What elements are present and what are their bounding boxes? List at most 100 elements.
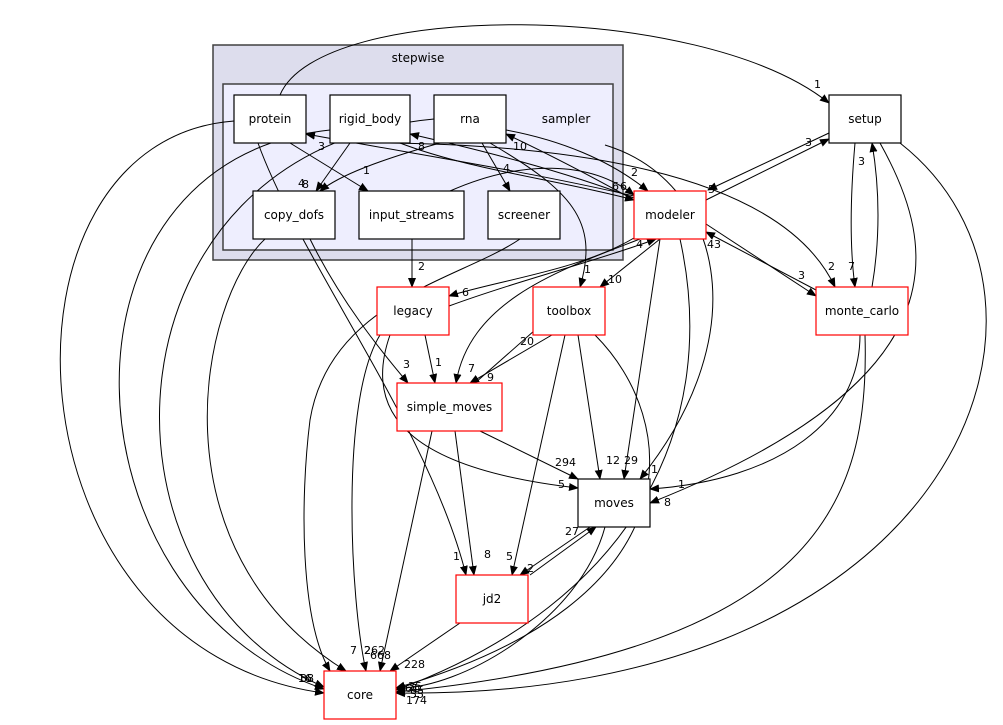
edge-label-legacy-to-core: 668 [370, 649, 391, 662]
edge-modeler-to-monte_carlo[interactable] [705, 223, 817, 297]
node-rigid-body[interactable]: rigid_body [329, 94, 411, 144]
node-label: moves [594, 496, 634, 510]
edge-setup-to-core[interactable] [395, 142, 987, 698]
edge-label-jd2-to-core: 228 [404, 658, 425, 671]
edge-input_streams-to-modeler[interactable] [449, 167, 635, 196]
node-label: simple_moves [407, 400, 492, 414]
node-simple-moves[interactable]: simple_moves [396, 382, 503, 432]
edge-sampler-to-moves[interactable] [604, 144, 714, 480]
node-box[interactable] [396, 382, 503, 432]
node-label: jd2 [482, 592, 502, 606]
edge-label-modeler-to-rigid_body: 8 [418, 140, 425, 153]
edge-copy_dofs-to-core[interactable] [206, 238, 347, 672]
edge-label-modeler-to-monte_carlo: 3 [798, 269, 805, 282]
edge-jd2-to-core[interactable] [389, 622, 461, 672]
node-box[interactable] [233, 94, 307, 144]
edge-modeler-to-moves[interactable] [621, 238, 661, 480]
node-jd2[interactable]: jd2 [455, 574, 529, 624]
edge-protein-to-core[interactable] [59, 120, 325, 696]
node-box[interactable] [455, 574, 529, 624]
node-rna[interactable]: rna [433, 94, 507, 144]
edge-rna-to-core[interactable] [159, 118, 435, 688]
edge-legacy-to-moves[interactable] [382, 334, 579, 491]
edge-simple_moves-to-core[interactable] [377, 430, 433, 672]
edge-screener-to-core[interactable] [303, 238, 521, 672]
edge-toolbox-to-jd2[interactable] [510, 334, 566, 576]
node-legacy[interactable]: legacy [376, 286, 450, 336]
edge-rna-to-copy_dofs[interactable] [319, 142, 441, 192]
edge-label-monte_carlo-to-moves: 1 [678, 478, 685, 491]
edge-rna-to-modeler[interactable] [505, 129, 649, 192]
edge-rigid_body-to-core[interactable] [118, 129, 331, 690]
edge-moves-to-core[interactable] [395, 526, 606, 693]
edge-rigid_body-to-modeler[interactable] [399, 142, 635, 202]
node-screener[interactable]: screener [487, 190, 561, 240]
edge-modeler-to-rna[interactable] [505, 133, 635, 201]
edge-monte_carlo-to-setup[interactable] [869, 142, 879, 288]
edge-label-simple_moves-to-toolbox: 20 [520, 335, 534, 348]
edge-label-copy_dofs-to-core: 7 [350, 644, 357, 657]
node-label: monte_carlo [825, 304, 899, 318]
edge-rna-to-toolbox[interactable] [489, 142, 587, 288]
edge-label-rna-to-modeler: 2 [631, 166, 638, 179]
node-box[interactable] [329, 94, 411, 144]
node-protein[interactable]: protein [233, 94, 307, 144]
edge-monte_carlo-to-modeler[interactable] [705, 231, 817, 291]
edge-label-modeler-to-moves: 29 [624, 454, 638, 467]
node-toolbox[interactable]: toolbox [532, 286, 606, 336]
edge-modeler-to-setup[interactable] [705, 138, 830, 201]
node-copy-dofs[interactable]: copy_dofs [252, 190, 336, 240]
edge-setup-to-modeler[interactable] [707, 132, 830, 191]
node-label: input_streams [369, 208, 454, 222]
edge-label-rna-to-screener: 4 [503, 162, 510, 175]
node-setup[interactable]: setup [828, 94, 902, 144]
node-label: screener [498, 208, 550, 222]
edge-moves-to-jd2[interactable] [519, 526, 591, 576]
edges-layer [59, 24, 987, 698]
node-modeler[interactable]: modeler [633, 190, 707, 240]
node-moves[interactable]: moves [577, 478, 651, 528]
cluster-label-stepwise: stepwise [392, 51, 445, 65]
edge-label-toolbox-to-simple_moves: 9 [487, 371, 494, 384]
node-monte-carlo[interactable]: monte_carlo [815, 286, 909, 336]
edge-monte_carlo-to-core[interactable] [395, 334, 866, 696]
node-box[interactable] [433, 94, 507, 144]
edge-protein-to-setup[interactable] [279, 24, 830, 104]
edge-modeler-to-legacy[interactable] [448, 237, 635, 298]
node-box[interactable] [633, 190, 707, 240]
edge-label-setup-to-moves: 8 [664, 496, 671, 509]
node-box[interactable] [376, 286, 450, 336]
node-box[interactable] [487, 190, 561, 240]
edge-legacy-to-simple_moves[interactable] [424, 334, 438, 384]
edge-monte_carlo-to-moves[interactable] [649, 334, 861, 493]
edge-protein-to-input_streams[interactable] [289, 142, 369, 192]
edge-copy_dofs-to-simple_moves[interactable] [309, 238, 409, 384]
edge-label-modeler-to-rna: 10 [513, 140, 527, 153]
node-label: toolbox [547, 304, 591, 318]
node-box[interactable] [815, 286, 909, 336]
node-box[interactable] [532, 286, 606, 336]
node-core[interactable]: core [323, 670, 397, 720]
node-label: copy_dofs [264, 208, 324, 222]
node-input-streams[interactable]: input_streams [358, 190, 465, 240]
edge-rigid_body-to-monte_carlo[interactable] [329, 142, 836, 288]
edge-label-rigid_body-to-core: 16 [298, 672, 312, 685]
edge-simple_moves-to-moves[interactable] [479, 430, 579, 480]
node-label: modeler [645, 208, 695, 222]
edge-legacy-to-modeler[interactable] [448, 238, 657, 307]
edge-simple_moves-to-jd2[interactable] [454, 430, 477, 576]
node-box[interactable] [323, 670, 397, 720]
edge-legacy-to-core[interactable] [351, 334, 381, 672]
edge-setup-to-monte_carlo[interactable] [849, 142, 858, 288]
node-box[interactable] [577, 478, 651, 528]
edge-label-toolbox-to-jd2: 5 [506, 550, 513, 563]
node-box[interactable] [358, 190, 465, 240]
edge-rna-to-screener[interactable] [481, 142, 511, 192]
edge-toolbox-to-moves[interactable] [577, 334, 603, 480]
node-box[interactable] [828, 94, 902, 144]
edge-modeler-to-simple_moves[interactable] [453, 238, 641, 384]
edge-jd2-to-moves[interactable] [529, 526, 597, 576]
edge-modeler-to-toolbox[interactable] [599, 238, 661, 288]
node-box[interactable] [252, 190, 336, 240]
